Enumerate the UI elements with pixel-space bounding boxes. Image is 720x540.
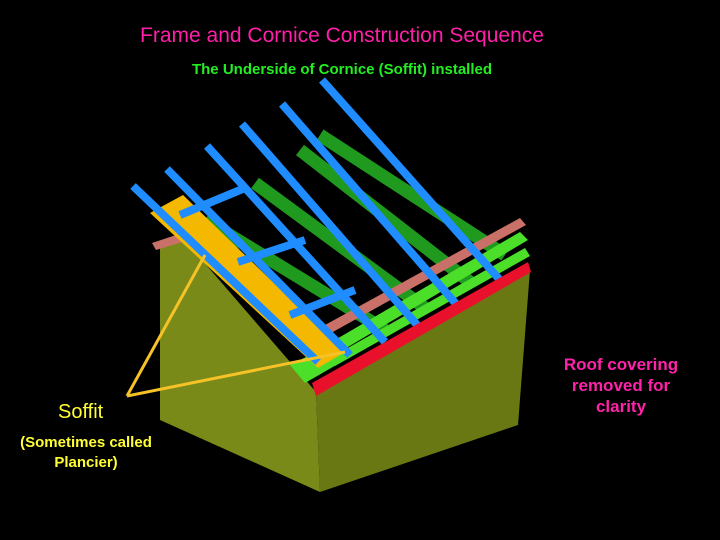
soffit-board: [150, 195, 345, 368]
plancier-label: (Sometimes called Plancier): [6, 433, 166, 473]
page-title: Frame and Cornice Construction Sequence: [140, 24, 544, 47]
plancier-label-line2: Plancier): [54, 454, 118, 471]
fascia-board: [312, 262, 531, 396]
gable-wall: [160, 238, 320, 492]
end-wall: [316, 270, 530, 492]
rafter-blocking: [178, 184, 357, 319]
note-line3: clarity: [595, 397, 647, 416]
roof-covering-note: Roof covering removed for clarity: [548, 354, 694, 417]
plancier-label-line1: (Sometimes called: [20, 434, 152, 451]
page-subtitle: The Underside of Cornice (Soffit) instal…: [191, 61, 493, 78]
note-line1: Roof covering: [563, 355, 679, 374]
note-line2: removed for: [571, 376, 671, 395]
soffit-callout-lines: [125, 254, 346, 398]
rafters: [130, 77, 503, 365]
soffit-label: Soffit: [58, 401, 104, 423]
